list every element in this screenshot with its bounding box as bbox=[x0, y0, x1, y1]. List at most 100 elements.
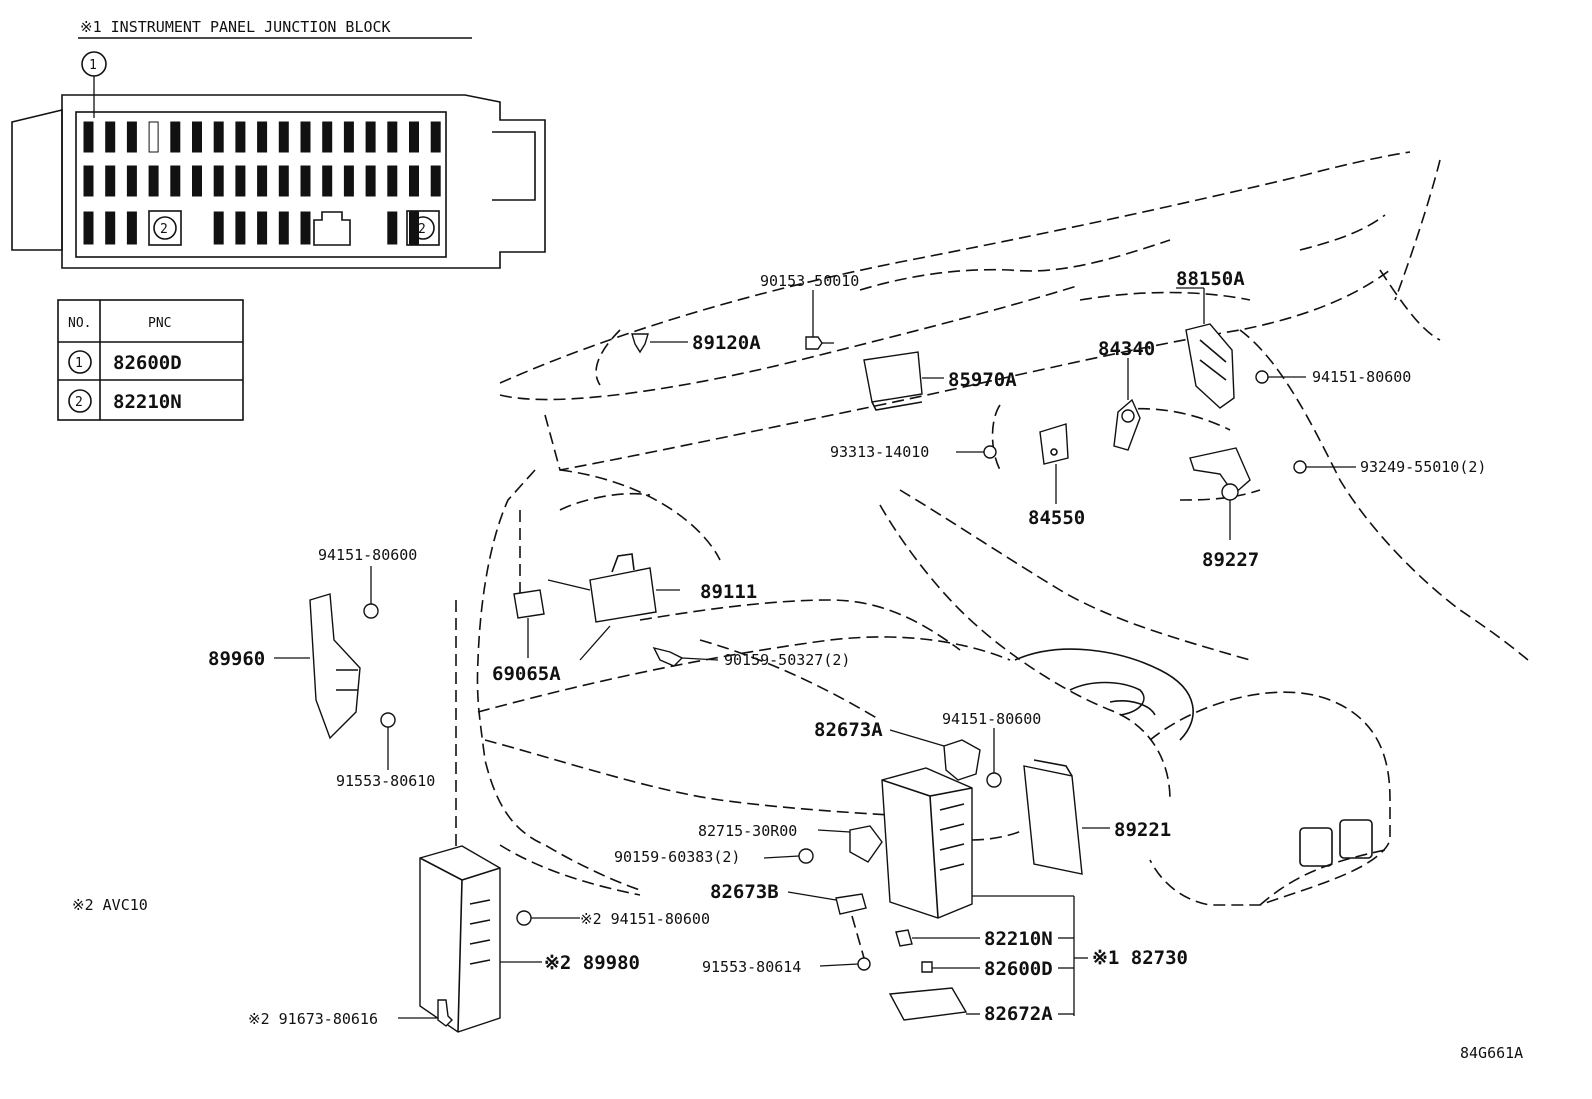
label-82672A: 82672A bbox=[984, 1003, 1053, 1025]
fuse-slot bbox=[257, 165, 268, 197]
label-84550: 84550 bbox=[1028, 507, 1085, 529]
label-69065A: 69065A bbox=[492, 663, 561, 685]
fuse-slot bbox=[235, 211, 246, 245]
fuse-slot bbox=[148, 121, 159, 153]
part-82715-30R00: 82715-30R00 bbox=[698, 822, 883, 863]
label-93313-14010: 93313-14010 bbox=[830, 443, 929, 461]
part-90159-50327: 90159-50327(2) bbox=[579, 625, 850, 669]
label-85970A: 85970A bbox=[948, 369, 1017, 391]
fuse-slot bbox=[409, 211, 419, 245]
part-82600D: 82600D bbox=[921, 958, 1074, 980]
fuse-slot bbox=[126, 211, 137, 245]
label-90159-60383: 90159-60383(2) bbox=[614, 848, 740, 866]
table-header-pnc: PNC bbox=[148, 316, 171, 331]
fuse-slot bbox=[430, 165, 441, 197]
part-89960: 89960 bbox=[208, 593, 361, 740]
label-89120A: 89120A bbox=[692, 332, 761, 354]
callout-1-label: 1 bbox=[89, 58, 97, 73]
fuse-slot bbox=[365, 121, 376, 153]
fuse-slot bbox=[235, 121, 246, 153]
label-84340: 84340 bbox=[1098, 338, 1155, 360]
fuse-slot bbox=[126, 121, 137, 153]
part-89120A: 89120A bbox=[631, 332, 761, 354]
fuse-slot bbox=[213, 211, 224, 245]
label-93249-55010: 93249-55010(2) bbox=[1360, 458, 1486, 476]
part-89221: 89221 bbox=[971, 759, 1171, 875]
part-84550: 84550 bbox=[1028, 423, 1085, 529]
part-69065A: 69065A bbox=[492, 589, 561, 685]
part-84340: 84340 bbox=[1098, 338, 1155, 451]
fuse-slot bbox=[322, 121, 333, 153]
footnote-avc10: ※2 AVC10 bbox=[72, 896, 148, 914]
figure-id: 84G661A bbox=[1460, 1044, 1523, 1062]
fuse-slot bbox=[213, 165, 224, 197]
fuse-slot bbox=[257, 211, 268, 245]
part-93313-14010: 93313-14010 bbox=[830, 443, 997, 461]
part-94151-80600-left: 94151-80600 bbox=[318, 546, 417, 619]
label-94151-80600-mid: 94151-80600 bbox=[942, 710, 1041, 728]
fuse-slot bbox=[213, 121, 224, 153]
fuse-slot bbox=[278, 211, 289, 245]
fuse-slot bbox=[387, 211, 398, 245]
callout-2-left-label: 2 bbox=[160, 222, 168, 237]
part-82672A: 82672A bbox=[888, 987, 1074, 1025]
fuse-slot bbox=[192, 121, 202, 153]
part-94151-80600-top: 94151-80600 bbox=[1255, 368, 1411, 386]
junction-block-drawing: 2 2 1 bbox=[11, 51, 546, 269]
part-82673B: 82673B bbox=[710, 881, 867, 915]
fuse-grid bbox=[83, 121, 441, 245]
fuse-slot bbox=[343, 165, 354, 197]
table-row-1-pnc: 82600D bbox=[113, 352, 182, 374]
pnc-table: NO. PNC 1 82600D 2 82210N bbox=[57, 299, 244, 421]
label-94151-80600-left: 94151-80600 bbox=[318, 546, 417, 564]
part-82673A: 82673A bbox=[814, 719, 981, 781]
label-82210N: 82210N bbox=[984, 928, 1053, 950]
fuse-slot bbox=[409, 121, 419, 153]
part-89111: 89111 bbox=[547, 553, 757, 623]
table-row-2-pnc: 82210N bbox=[113, 391, 182, 413]
label-91673-80616: ※2 91673-80616 bbox=[248, 1010, 378, 1028]
part-93249-55010: 93249-55010(2) bbox=[1293, 458, 1486, 476]
fuse-slot bbox=[409, 165, 419, 197]
fuse-slot bbox=[170, 121, 181, 153]
fuse-slot bbox=[235, 165, 246, 197]
label-89960: 89960 bbox=[208, 648, 265, 670]
fuse-slot bbox=[126, 165, 137, 197]
dashboard-solid-edges bbox=[1014, 648, 1373, 867]
part-82210N: 82210N bbox=[895, 928, 1074, 950]
fuse-slot bbox=[300, 121, 311, 153]
part-85970A: 85970A bbox=[863, 351, 1017, 411]
label-94151-80600-top: 94151-80600 bbox=[1312, 368, 1411, 386]
part-91553-80610: 91553-80610 bbox=[336, 712, 435, 790]
label-91553-80614: 91553-80614 bbox=[702, 958, 801, 976]
fuse-slot bbox=[105, 165, 116, 197]
label-89980: ※2 89980 bbox=[544, 952, 640, 974]
label-90153-50010: 90153-50010 bbox=[760, 272, 859, 290]
label-82673B: 82673B bbox=[710, 881, 779, 903]
label-82673A: 82673A bbox=[814, 719, 883, 741]
part-90159-60383: 90159-60383(2) bbox=[614, 848, 814, 866]
label-82730: ※1 82730 bbox=[1092, 947, 1188, 969]
fuse-slot bbox=[192, 165, 202, 197]
part-88150A: 88150A bbox=[1176, 268, 1245, 409]
fuse-slot bbox=[300, 211, 311, 245]
label-88150A: 88150A bbox=[1176, 268, 1245, 290]
fuse-slot bbox=[300, 165, 311, 197]
fuse-slot bbox=[170, 165, 181, 197]
label-82600D: 82600D bbox=[984, 958, 1053, 980]
fuse-slot bbox=[105, 211, 116, 245]
callout-2-right-label: 2 bbox=[418, 222, 426, 237]
part-82730-junction-block: ※1 82730 bbox=[881, 767, 1188, 1016]
part-91673-80616: ※2 91673-80616 bbox=[248, 999, 453, 1028]
fuse-slot bbox=[83, 121, 94, 153]
label-94151-80600-bottom: ※2 94151-80600 bbox=[580, 910, 710, 928]
label-91553-80610: 91553-80610 bbox=[336, 772, 435, 790]
label-89227: 89227 bbox=[1202, 549, 1259, 571]
fuse-slot bbox=[105, 121, 116, 153]
fuse-slot bbox=[343, 121, 354, 153]
fuse-slot bbox=[387, 165, 398, 197]
diagram-title: ※1 INSTRUMENT PANEL JUNCTION BLOCK bbox=[80, 18, 391, 36]
fuse-slot bbox=[83, 211, 94, 245]
fuse-slot bbox=[257, 121, 268, 153]
